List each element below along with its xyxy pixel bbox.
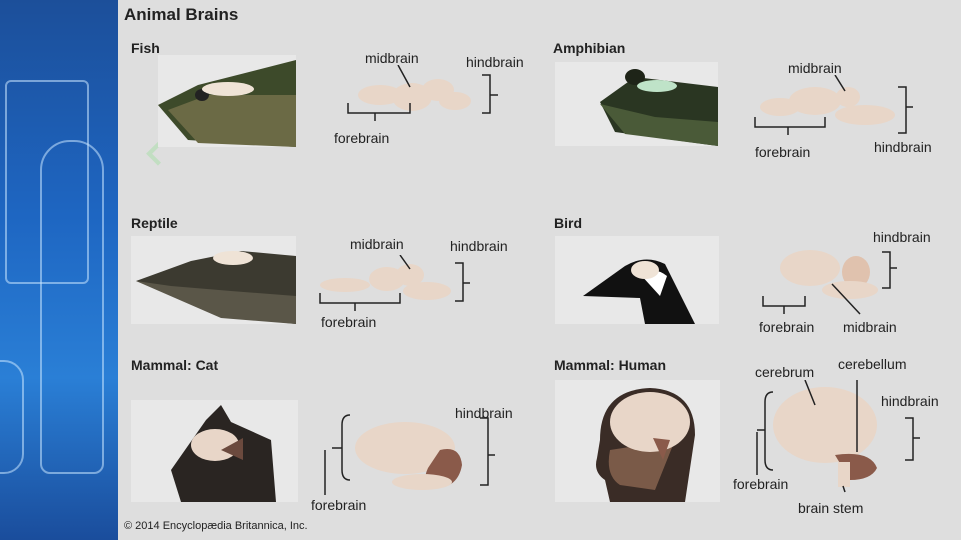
fish-midbrain-label: midbrain	[365, 50, 419, 66]
human-head-illustration	[596, 388, 695, 502]
amphibian-midbrain-label: midbrain	[788, 60, 842, 76]
bird-hindbrain-label: hindbrain	[873, 229, 931, 245]
section-title-human: Mammal: Human	[554, 357, 667, 373]
fish-brain-diagram	[347, 65, 498, 121]
human-photo	[555, 380, 720, 502]
fish-forebrain-label: forebrain	[334, 130, 390, 146]
flask-shape	[0, 360, 24, 474]
section-title-fish: Fish	[131, 40, 160, 56]
human-brain-stem-label: brain stem	[798, 500, 864, 516]
flask-shape	[40, 140, 104, 474]
fish-photo	[158, 55, 296, 147]
section-title-cat: Mammal: Cat	[131, 357, 219, 373]
cat-photo	[131, 400, 298, 502]
human-forebrain-label: forebrain	[733, 476, 789, 492]
amphibian-forebrain-label: forebrain	[755, 144, 811, 160]
page-title: Animal Brains	[124, 5, 239, 24]
cat-hindbrain-label: hindbrain	[455, 405, 513, 421]
fish-head-illustration	[158, 60, 296, 147]
side-photo-lab-glassware	[0, 0, 118, 540]
reptile-hindbrain-label: hindbrain	[450, 238, 508, 254]
beaker-shape	[5, 80, 89, 284]
goose-head-illustration	[583, 259, 695, 324]
amphibian-brain-diagram	[754, 75, 913, 135]
section-title-reptile: Reptile	[131, 215, 178, 231]
reptile-brain-diagram	[319, 255, 470, 311]
section-title-bird: Bird	[554, 215, 582, 231]
amphibian-photo	[555, 62, 718, 146]
frog-head-illustration	[600, 69, 718, 146]
crocodile-head-illustration	[136, 251, 296, 324]
bird-brain-diagram	[762, 250, 897, 315]
copyright-credit: © 2014 Encyclopædia Britannica, Inc.	[124, 520, 308, 532]
human-cerebellum-label: cerebellum	[838, 356, 907, 372]
bird-photo	[555, 236, 719, 324]
reptile-midbrain-label: midbrain	[350, 236, 404, 252]
amphibian-hindbrain-label: hindbrain	[874, 139, 932, 155]
fish-hindbrain-label: hindbrain	[466, 54, 524, 70]
reptile-photo	[131, 236, 296, 324]
cat-head-illustration	[171, 405, 276, 502]
human-brain-diagram	[756, 380, 920, 493]
section-title-amphibian: Amphibian	[553, 40, 626, 56]
cat-brain-diagram	[324, 414, 495, 495]
human-cerebrum-label: cerebrum	[755, 364, 815, 380]
bird-forebrain-label: forebrain	[759, 319, 815, 335]
reptile-forebrain-label: forebrain	[321, 314, 377, 330]
cat-forebrain-label: forebrain	[311, 497, 367, 513]
bird-midbrain-label: midbrain	[843, 319, 897, 335]
human-hindbrain-label: hindbrain	[881, 393, 939, 409]
